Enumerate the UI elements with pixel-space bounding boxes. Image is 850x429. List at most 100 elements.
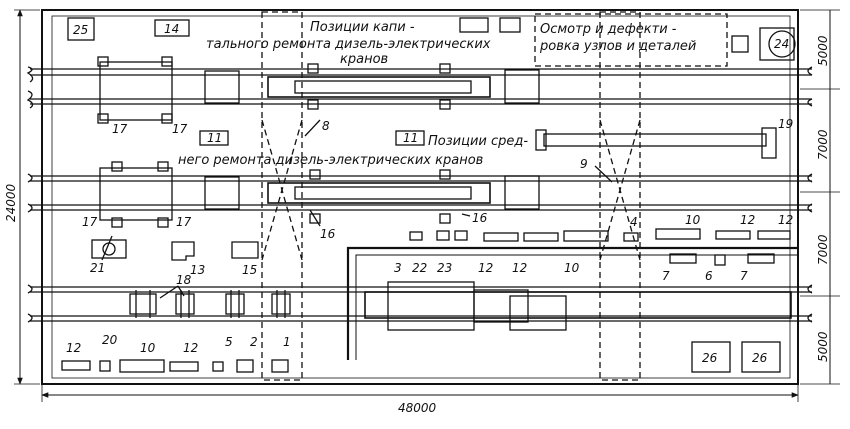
crane-1 bbox=[267, 76, 491, 98]
item-10-b bbox=[655, 228, 701, 240]
item-21 bbox=[91, 239, 127, 259]
item-25-box bbox=[67, 17, 95, 41]
caption-medium-repair-1: Позиции сред- bbox=[428, 134, 528, 149]
crane-2 bbox=[267, 182, 491, 204]
caption-capital-repair-1: Позиции капи - bbox=[310, 20, 415, 35]
building-outline bbox=[41, 9, 799, 385]
label-17-c: 17 bbox=[82, 215, 98, 229]
inspection-area bbox=[534, 13, 728, 67]
item-7-b bbox=[747, 253, 775, 264]
label-17-b: 17 bbox=[172, 122, 188, 136]
item-2 bbox=[236, 359, 254, 373]
track-1 bbox=[26, 66, 813, 109]
label-5: 5 bbox=[225, 335, 233, 349]
item-6 bbox=[714, 254, 726, 266]
item-12-c bbox=[715, 230, 751, 240]
crane-2-rear bbox=[504, 175, 540, 210]
caption-inspection-1: Осмотр и дефекти - bbox=[540, 22, 677, 37]
item-12-bottom-a bbox=[61, 360, 91, 371]
label-12-c: 12 bbox=[478, 261, 493, 275]
track-2 bbox=[27, 173, 813, 213]
label-1: 1 bbox=[283, 335, 291, 349]
item-1 bbox=[271, 359, 289, 373]
label-7-b: 7 bbox=[740, 269, 748, 283]
crane-3-body bbox=[364, 291, 792, 319]
label-12-d: 12 bbox=[512, 261, 527, 275]
item-18-bogies bbox=[129, 290, 291, 318]
label-16-b: 16 bbox=[320, 227, 336, 241]
label-17-d: 17 bbox=[176, 215, 192, 229]
item-24-circle bbox=[768, 30, 796, 58]
item-10-a bbox=[563, 230, 609, 242]
label-12-b: 12 bbox=[778, 213, 793, 227]
item-11-left bbox=[199, 130, 229, 146]
item-26-right bbox=[741, 341, 781, 373]
label-10-c: 10 bbox=[140, 341, 156, 355]
item-3 bbox=[409, 231, 423, 241]
item-10-bottom bbox=[119, 359, 165, 373]
label-24: 24 bbox=[774, 37, 789, 51]
item-11-right bbox=[395, 130, 425, 146]
label-9: 9 bbox=[580, 157, 588, 171]
item-12-bottom-b bbox=[169, 361, 199, 372]
item-5 bbox=[212, 361, 224, 372]
label-8: 8 bbox=[322, 119, 330, 133]
label-20: 20 bbox=[102, 333, 118, 347]
crane-zone-right bbox=[599, 11, 641, 381]
label-6: 6 bbox=[705, 269, 713, 283]
label-10-a: 10 bbox=[685, 213, 701, 227]
label-16-a: 16 bbox=[472, 211, 488, 225]
label-11-a: 11 bbox=[207, 131, 222, 145]
caption-capital-repair-2: тального ремонта дизель-электрических bbox=[206, 37, 491, 52]
item-12-b bbox=[523, 232, 559, 242]
label-11-b: 11 bbox=[403, 131, 418, 145]
crane-zone-left bbox=[261, 11, 303, 381]
crane-1-rear bbox=[504, 69, 540, 104]
caption-medium-repair-2: него ремонта дизель-электрических кранов bbox=[178, 153, 483, 168]
jack-frame-2 bbox=[99, 167, 173, 221]
label-21: 21 bbox=[90, 261, 105, 275]
label-26-b: 26 bbox=[752, 351, 768, 365]
label-23: 23 bbox=[437, 261, 452, 275]
item-15 bbox=[231, 241, 259, 259]
caption-capital-repair-3: кранов bbox=[340, 52, 388, 67]
dim-length: 48000 bbox=[398, 401, 437, 415]
track-3 bbox=[27, 284, 813, 323]
item-23 bbox=[454, 230, 468, 241]
top-box-a bbox=[459, 17, 489, 33]
dim-bay-3: 7000 bbox=[816, 234, 830, 265]
boom-19 bbox=[543, 133, 767, 147]
item-12-a bbox=[483, 232, 519, 242]
label-26-a: 26 bbox=[702, 351, 718, 365]
dim-bay-bottom: 5000 bbox=[816, 331, 830, 362]
item-4 bbox=[623, 232, 639, 242]
label-17-a: 17 bbox=[112, 122, 128, 136]
top-right-small-box bbox=[731, 35, 749, 53]
dim-bay-top: 5000 bbox=[816, 35, 830, 66]
label-19: 19 bbox=[778, 117, 793, 131]
item-22 bbox=[436, 230, 450, 241]
label-22: 22 bbox=[412, 261, 427, 275]
label-25: 25 bbox=[73, 23, 88, 37]
caption-inspection-2: ровка узлов и деталей bbox=[539, 39, 696, 54]
dim-bay-2: 7000 bbox=[816, 129, 830, 160]
item-7-a bbox=[669, 253, 697, 264]
jack-frame-left bbox=[99, 61, 173, 121]
bogie-block-1 bbox=[204, 70, 240, 104]
label-14: 14 bbox=[164, 22, 179, 36]
item-20 bbox=[99, 360, 111, 372]
label-13: 13 bbox=[190, 263, 205, 277]
label-18: 18 bbox=[176, 273, 192, 287]
item-24-box bbox=[759, 27, 795, 61]
label-3: 3 bbox=[394, 261, 402, 275]
label-12-f: 12 bbox=[183, 341, 198, 355]
bogie-block-2 bbox=[204, 176, 240, 210]
item-13 bbox=[171, 241, 195, 261]
item-12-d bbox=[757, 230, 791, 240]
label-12-a: 12 bbox=[740, 213, 755, 227]
item-14-box bbox=[154, 19, 190, 37]
label-10-b: 10 bbox=[564, 261, 580, 275]
dim-width: 24000 bbox=[4, 183, 18, 222]
inner-wall bbox=[346, 246, 798, 360]
